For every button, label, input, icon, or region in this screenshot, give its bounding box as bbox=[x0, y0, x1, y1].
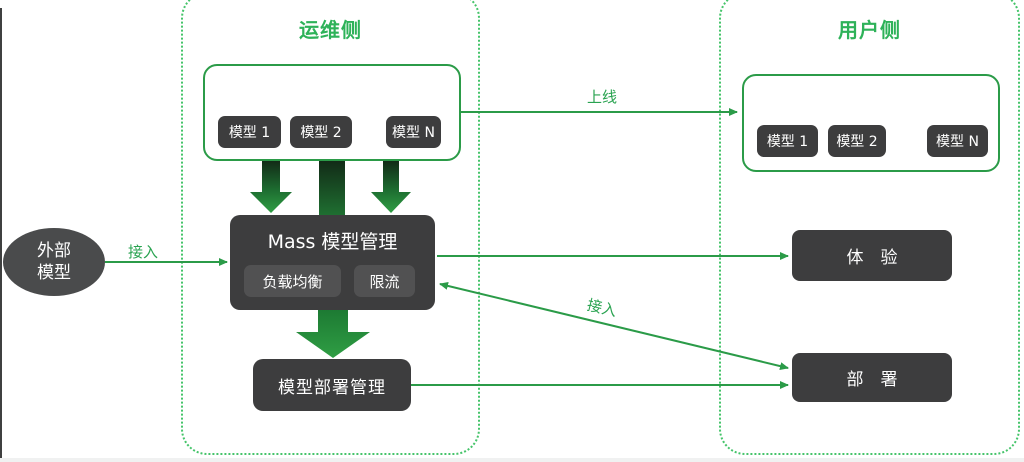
model-deploy-management-box: 模型部署管理 bbox=[253, 359, 411, 411]
rate-limit-button: 限流 bbox=[354, 265, 415, 297]
modelN-to-mass-thick-arrow bbox=[371, 161, 411, 213]
model1-to-mass-thick-arrow bbox=[250, 161, 292, 213]
ops-model-1: 模型 1 bbox=[218, 116, 281, 148]
user-model-1: 模型 1 bbox=[757, 125, 818, 157]
window-bottom-border bbox=[0, 458, 1024, 462]
ops-side-zone bbox=[181, 0, 480, 455]
mass-to-deploy-mgmt-thick-arrow bbox=[296, 310, 370, 358]
user-side-title: 用户侧 bbox=[838, 18, 901, 42]
experience-box: 体 验 bbox=[792, 230, 952, 281]
deploy-box: 部 署 bbox=[792, 353, 952, 402]
ops-model-2: 模型 2 bbox=[290, 116, 352, 148]
mass-deploy-access-arrow bbox=[439, 281, 789, 371]
user-side-zone bbox=[719, 0, 1020, 455]
mass-box-title: Mass 模型管理 bbox=[267, 231, 398, 253]
ops-model-n: 模型 N bbox=[386, 116, 441, 148]
ops-side-title: 运维侧 bbox=[299, 18, 362, 42]
model2-through-mass-band bbox=[319, 161, 345, 215]
window-left-border bbox=[0, 8, 2, 462]
access-external-label: 接入 bbox=[127, 243, 158, 261]
user-model-n: 模型 N bbox=[927, 125, 988, 157]
load-balance-button: 负载均衡 bbox=[244, 265, 341, 297]
external-model-node: 外部 模型 bbox=[3, 228, 105, 296]
online-label: 上线 bbox=[586, 88, 617, 106]
user-model-2: 模型 2 bbox=[828, 125, 886, 157]
mass-model-management-box: Mass 模型管理 负载均衡 限流 bbox=[230, 215, 435, 310]
